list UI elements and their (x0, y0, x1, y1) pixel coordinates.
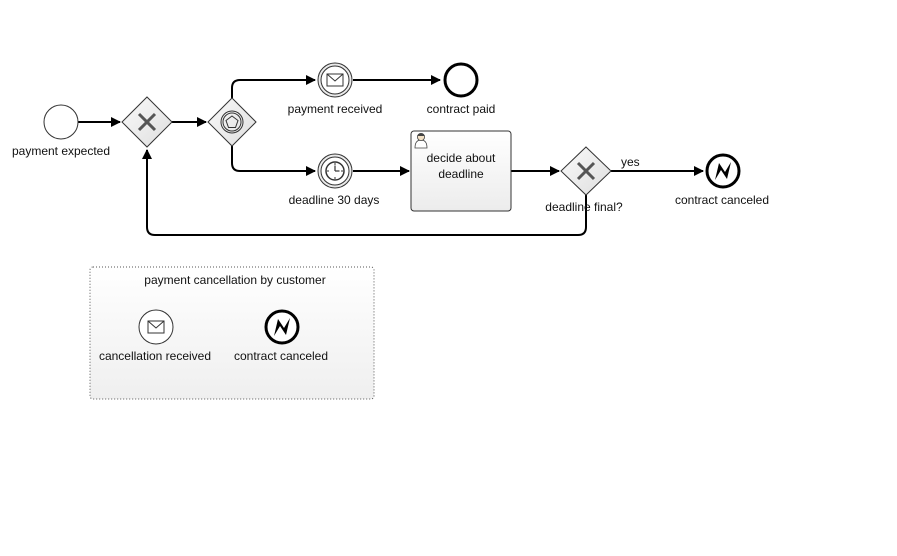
clock-icon (325, 161, 345, 181)
subprocess-title: payment cancellation by customer (144, 273, 325, 287)
end-event-contract-canceled[interactable] (705, 153, 741, 189)
label-contract-canceled: contract canceled (675, 193, 769, 207)
user-icon (414, 132, 428, 149)
label-payment-received: payment received (288, 102, 383, 116)
event-subprocess-payment-cancellation[interactable]: payment cancellation by customer cancell… (89, 266, 375, 400)
envelope-icon (326, 73, 344, 87)
lightning-icon (715, 162, 731, 180)
end-event-contract-paid[interactable] (443, 62, 479, 98)
intermediate-event-deadline-30-days[interactable] (317, 153, 353, 189)
task-label-line-1: decide about (427, 151, 496, 165)
flow-eventgw-to-timer[interactable] (231, 146, 316, 176)
pentagon-icon (220, 110, 244, 134)
flow-loop-back[interactable] (142, 149, 587, 236)
x-icon (137, 112, 157, 132)
start-event-cancellation-received[interactable] (138, 309, 174, 345)
flow-eventgw-to-message[interactable] (231, 75, 316, 98)
plain-circle-icon (43, 104, 79, 140)
label-contract-paid: contract paid (427, 102, 496, 116)
lightning-icon (274, 318, 290, 336)
user-task-decide-about-deadline[interactable]: decide about deadline (410, 130, 512, 212)
intermediate-event-payment-received[interactable] (317, 62, 353, 98)
flow-label-yes: yes (621, 155, 640, 169)
exclusive-gateway-merge[interactable] (121, 96, 173, 148)
label-payment-expected: payment expected (12, 144, 110, 158)
exclusive-gateway-deadline-final[interactable] (560, 146, 612, 196)
plain-circle-icon (443, 62, 479, 98)
start-event-payment-expected[interactable] (43, 104, 79, 140)
label-deadline-final: deadline final? (545, 200, 623, 214)
envelope-icon (147, 320, 165, 334)
x-icon (576, 161, 596, 181)
label-deadline-30-days: deadline 30 days (289, 193, 380, 207)
label-subprocess-contract-canceled: contract canceled (234, 349, 328, 363)
event-based-gateway[interactable] (207, 97, 257, 147)
label-cancellation-received: cancellation received (99, 349, 211, 363)
task-label-line-2: deadline (438, 167, 484, 181)
end-event-subprocess-contract-canceled[interactable] (264, 309, 300, 345)
